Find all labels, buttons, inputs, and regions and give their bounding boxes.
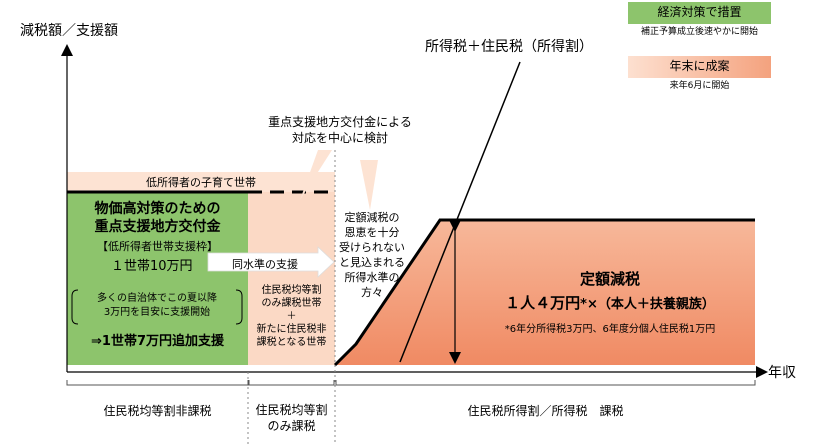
benefit-gap-line: 方々 (361, 286, 383, 299)
note-paren-left (71, 289, 79, 325)
income-tax-label: 所得税＋住民税（所得割） (425, 39, 593, 55)
callout-wedge-support (300, 150, 332, 200)
green-box-title: 物価高対策のための 重点支援地方交付金 (67, 200, 248, 236)
y-axis-label: 減税額／支援額 (20, 23, 118, 39)
right-box-amount: １人４万円*×（本人＋扶養親族） (470, 292, 750, 313)
benefit-gap-line: 定額減税の (344, 211, 400, 224)
legend-green-title: 経済対策で措置 (657, 5, 742, 19)
legend-green-swatch (628, 2, 771, 24)
benefit-gap-text: 定額減税の 恩恵を十分 受けられない と見込まれる 所得水準の 方々 (336, 210, 408, 300)
benefit-gap-line: と見込まれる (339, 256, 405, 269)
bracket-left (66, 380, 249, 386)
right-box-amount-value: １人４万円 (505, 294, 581, 312)
priority-support-line-1: 重点支援地方交付金による (268, 115, 412, 129)
green-box-amount: １世帯10万円 (111, 259, 193, 274)
bottom-label-middle-line-2: のみ課税 (267, 419, 316, 433)
note-paren-right (235, 289, 243, 325)
income-tax-line (399, 61, 521, 363)
bracket-right (335, 380, 756, 386)
bracket-middle (248, 380, 335, 386)
tax-reduction-line (333, 218, 755, 367)
green-box-note-line-1: 多くの自治体でこの夏以降 (97, 293, 217, 304)
green-box-bracket: 【低所得者世帯支援枠】 (97, 240, 218, 253)
middle-box-line: のみ課税世帯 (261, 298, 322, 309)
green-box-title-line-1: 物価高対策のための (94, 201, 221, 217)
same-level-arrow (207, 246, 335, 278)
bottom-label-middle: 住民税均等割 のみ課税 (248, 402, 335, 434)
callout-wedge-benefit (360, 160, 378, 210)
green-box-note-line-2: 3万円を目安に支援開始 (103, 307, 211, 318)
priority-support-line-2: 対応を中心に検討 (291, 131, 388, 145)
middle-box-line: 課税となる世帯 (256, 337, 327, 348)
benefit-gap-line: 所得水準の (344, 271, 400, 284)
benefit-gap-line: 恩恵を十分 (344, 226, 400, 239)
priority-support-callout: 重点支援地方交付金による 対応を中心に検討 (250, 114, 430, 146)
benefit-gap-line: 受けられない (339, 241, 405, 254)
right-box-bg (335, 220, 755, 365)
middle-box-line: ＋ (286, 311, 297, 322)
children-band-label: 低所得者の子育て世帯 (146, 176, 256, 189)
x-axis-label: 年収 (768, 365, 796, 381)
middle-box-text: 住民税均等割 のみ課税世帯 ＋ 新たに住民税非 課税となる世帯 (248, 284, 335, 349)
right-box-footnote: *6年分所得税3万円、6年度分個人住民税1万円 (504, 324, 716, 335)
bottom-label-left: 住民税均等割非課税 (103, 404, 212, 418)
middle-box-bg (248, 192, 335, 365)
middle-box-line: 新たに住民税非 (256, 324, 327, 335)
green-box-extra: ⇒1世帯7万円追加支援 (91, 334, 224, 349)
bottom-label-right: 住民税所得割／所得税 課税 (467, 404, 624, 418)
middle-box-line: 住民税均等割 (261, 285, 322, 296)
right-box-title: 定額減税 (579, 270, 640, 288)
same-level-label: 同水準の支援 (232, 258, 298, 271)
green-box-note: 多くの自治体でこの夏以降 3万円を目安に支援開始 (72, 292, 242, 320)
green-box-bg (67, 192, 248, 365)
legend-green-sub: 補正予算成立後速やかに開始 (640, 27, 758, 37)
legend-orange-title: 年末に成案 (669, 59, 730, 73)
legend-orange-sub: 来年6月に開始 (669, 81, 730, 91)
children-band (67, 172, 335, 192)
bottom-label-middle-line-1: 住民税均等割 (255, 403, 328, 417)
legend-orange-swatch (628, 56, 771, 78)
green-box-title-line-2: 重点支援地方交付金 (94, 219, 221, 235)
right-box-amount-suffix: *×（本人＋扶養親族） (580, 297, 715, 312)
